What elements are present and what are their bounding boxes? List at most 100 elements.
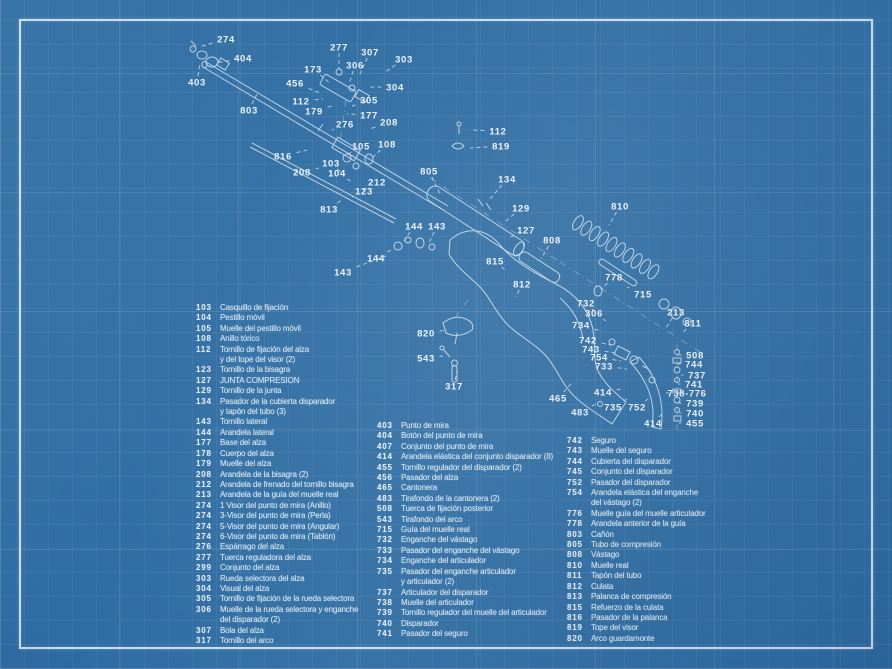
part-number: 808 — [567, 550, 583, 560]
part-number: 108 — [196, 334, 212, 344]
part-callout-label: 508 — [686, 351, 704, 362]
part-number: 812 — [567, 581, 583, 591]
part-name: Arco guardamonte — [591, 633, 655, 643]
part-callout-label: 212 — [368, 178, 386, 189]
callout-leader-line — [251, 91, 259, 105]
front-sight-hood — [196, 50, 208, 60]
callout-leader-line — [351, 104, 356, 107]
part-callout-label: 305 — [360, 96, 378, 107]
callout-leader-line — [591, 308, 598, 315]
callout-leader-line — [315, 167, 320, 170]
callout-leader-line — [308, 87, 321, 94]
part-callout-label: 403 — [188, 78, 206, 89]
part-callout-label: 805 — [420, 167, 438, 178]
part-name: Pasador del alza — [401, 473, 459, 483]
callout-leader-line — [346, 178, 353, 183]
part-number: 752 — [567, 477, 583, 487]
part-number: 303 — [196, 573, 212, 583]
small-part — [674, 349, 680, 355]
part-callout-label: 816 — [274, 152, 292, 163]
part-callout-label: 752 — [628, 403, 646, 414]
callout-leader-line — [331, 128, 335, 131]
callout-leader-line — [540, 245, 549, 260]
part-number: 740 — [377, 618, 393, 628]
part-callout-label: 105 — [352, 142, 370, 153]
part-name: Seguro — [591, 436, 616, 445]
part-callout-label: 456 — [286, 79, 304, 90]
part-callout-label: 715 — [634, 290, 652, 301]
guide-washer — [593, 285, 603, 297]
part-name: Pasador del enganche del vástago — [401, 545, 520, 555]
tube-axis — [429, 177, 561, 263]
part-name: Tornillo regulador del disparador (2) — [401, 462, 522, 472]
part-callout-label: 815 — [486, 257, 504, 268]
part-number: 134 — [196, 396, 212, 406]
callout-leader-line — [362, 187, 367, 191]
callout-leader-line — [591, 403, 597, 407]
part-number: 317 — [196, 636, 212, 645]
part-number: 732 — [377, 535, 393, 545]
callout-leader-line — [563, 383, 572, 393]
hinge-screw — [428, 243, 436, 251]
part-number: 143 — [196, 417, 212, 427]
part-name: Pasador del seguro — [401, 629, 468, 639]
part-callout-label: 543 — [417, 354, 435, 365]
small-part — [673, 415, 682, 422]
sight-axis — [339, 99, 347, 143]
o-ring — [364, 153, 374, 165]
callout-leader-line — [501, 266, 507, 272]
callout-leader-line — [403, 231, 411, 242]
rear-sight-body — [319, 74, 357, 102]
tube-plug — [658, 298, 670, 310]
trigger-pin — [648, 376, 656, 384]
trigger-spring — [641, 365, 653, 377]
part-number: 306 — [196, 604, 212, 614]
part-name: Pasador del disparador — [591, 477, 671, 487]
part-name: Tuerca reguladora del alza — [220, 552, 311, 562]
part-name: Casquillo de fijación — [220, 303, 289, 312]
part-callout-label: 744 — [685, 360, 703, 371]
part-name: Muelle del pestillo móvil — [220, 323, 301, 333]
front-sight-base — [215, 57, 231, 71]
small-part — [673, 366, 681, 374]
part-number: 813 — [567, 592, 583, 602]
callout-leader-line — [347, 151, 352, 155]
part-number: 112 — [196, 344, 212, 354]
guard-axis — [454, 299, 469, 319]
part-number: 745 — [567, 467, 583, 477]
part-number: 274 — [196, 521, 212, 531]
part-number: 776 — [567, 508, 583, 518]
safety-button — [608, 338, 616, 346]
part-number: 739 — [377, 608, 393, 618]
callout-leader-line — [469, 146, 488, 149]
part-number: 715 — [377, 525, 393, 535]
part-number: 778 — [567, 519, 583, 529]
part-number: 810 — [567, 560, 583, 570]
hinge-washer — [415, 237, 425, 249]
callout-leader-line — [215, 60, 230, 64]
part-callout-label: 808 — [543, 236, 561, 247]
part-callout-label: 465 — [549, 394, 567, 405]
small-part — [673, 396, 681, 404]
part-name: Cañón — [591, 529, 614, 539]
stop-screw-head — [456, 121, 462, 127]
part-number: 305 — [196, 594, 212, 604]
stock-cheek-line — [559, 297, 584, 341]
